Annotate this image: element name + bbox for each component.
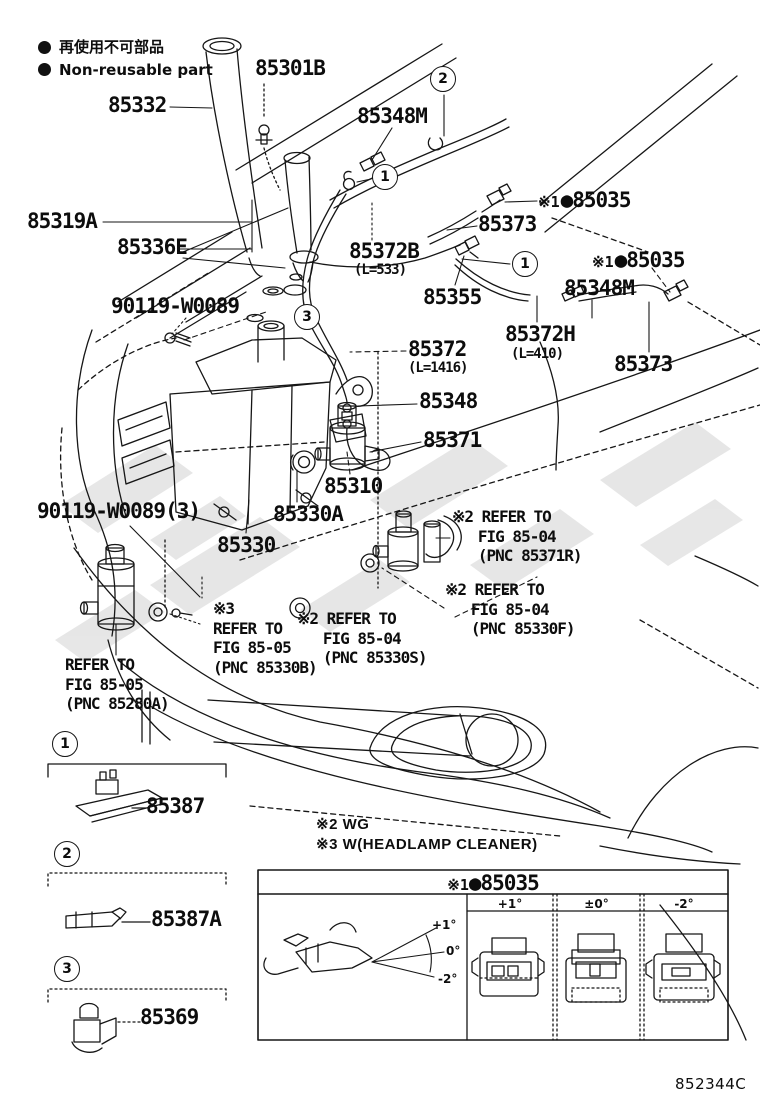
- legend-en: Non-reusable part: [59, 60, 213, 79]
- part-label-85369: 85369: [140, 1005, 199, 1029]
- part-label-85387A: 85387A: [151, 907, 222, 931]
- refer-note-85330S: ※2 REFER TO FIG 85-04 (PNC 85330S): [297, 609, 427, 668]
- part-label-85330: 85330: [217, 533, 276, 557]
- part-label-85372H-length: (L=410): [511, 346, 564, 362]
- non-reusable-dot-icon: [38, 63, 51, 77]
- part-label-85348M-mid: 85348M: [564, 276, 635, 300]
- spray-angle-zero: 0°: [446, 944, 461, 958]
- part-label-85372B: 85372B: [349, 239, 420, 263]
- part-label-85372: 85372: [408, 337, 467, 361]
- callout-2: 2: [430, 66, 456, 92]
- figure-number: 852344C: [675, 1075, 747, 1093]
- part-label-90119-W0089-3: 90119-W0089(3): [37, 499, 201, 523]
- spray-angle-minus2: -2°: [438, 972, 458, 986]
- callout-section-brackets: [47, 763, 227, 1053]
- part-label-85035-lower: ※1 ●85035: [592, 248, 685, 272]
- part-label-85301B: 85301B: [255, 56, 326, 80]
- callout-3: 3: [294, 304, 320, 330]
- footnote-headlamp-cleaner: ※3 W(HEADLAMP CLEANER): [316, 836, 538, 853]
- part-label-90119-W0089: 90119-W0089: [111, 294, 240, 318]
- part-label-85371: 85371: [423, 428, 482, 452]
- footnote-wg: ※2 WG: [316, 816, 370, 833]
- callout-section-3: 3: [54, 956, 80, 982]
- part-label-85310: 85310: [324, 474, 383, 498]
- part-label-85372H: 85372H: [505, 322, 576, 346]
- part-label-85330A: 85330A: [273, 502, 344, 526]
- table-header-85035: ※1●85035: [447, 871, 539, 895]
- refer-note-85330B: ※3 REFER TO FIG 85-05 (PNC 85330B): [213, 599, 318, 677]
- part-label-85035-upper: ※1 ●85035: [538, 188, 631, 212]
- callout-section-2: 2: [54, 841, 80, 867]
- spray-angle-plus1: +1°: [432, 918, 457, 932]
- watermark: [55, 422, 743, 662]
- washer-system-parts: [79, 37, 689, 631]
- ref-mark: ※1: [447, 876, 469, 894]
- ref-mark: ※1: [538, 193, 560, 211]
- part-label-85348M-top: 85348M: [357, 104, 428, 128]
- callout-section-1: 1: [52, 731, 78, 757]
- part-label-85372-length: (L=1416): [408, 360, 468, 376]
- table-col-plus1: +1°: [497, 897, 523, 911]
- car-body-lines: [59, 43, 760, 1041]
- refer-note-85330F: ※2 REFER TO FIG 85-04 (PNC 85330F): [445, 580, 575, 639]
- part-label-85348: 85348: [419, 389, 478, 413]
- callout-1: 1: [512, 251, 538, 277]
- non-reusable-dot-icon: [38, 40, 51, 54]
- part-label-85373-low: 85373: [614, 352, 673, 376]
- ref-mark: ※1: [592, 253, 614, 271]
- part-label-85319A: 85319A: [27, 209, 98, 233]
- part-label-85332: 85332: [108, 93, 167, 117]
- part-label-85372B-length: (L=533): [354, 262, 407, 278]
- legend: 再使用不可部品 Non-reusable part: [38, 36, 213, 81]
- table-col-minus2: -2°: [674, 897, 694, 911]
- refer-note-85371R: ※2 REFER TO FIG 85-04 (PNC 85371R): [452, 507, 582, 566]
- legend-jp: 再使用不可部品: [59, 38, 165, 56]
- leader-lines: [102, 94, 671, 656]
- part-label-85336E: 85336E: [117, 235, 188, 259]
- part-label-85355: 85355: [423, 285, 482, 309]
- callout-1: 1: [372, 164, 398, 190]
- refer-note-85280A: REFER TO FIG 85-05 (PNC 85280A): [65, 655, 170, 714]
- adjustment-table: [257, 869, 729, 1041]
- part-label-85387: 85387: [146, 794, 205, 818]
- table-col-zero: ±0°: [584, 897, 609, 911]
- part-label-85373-top: 85373: [478, 212, 537, 236]
